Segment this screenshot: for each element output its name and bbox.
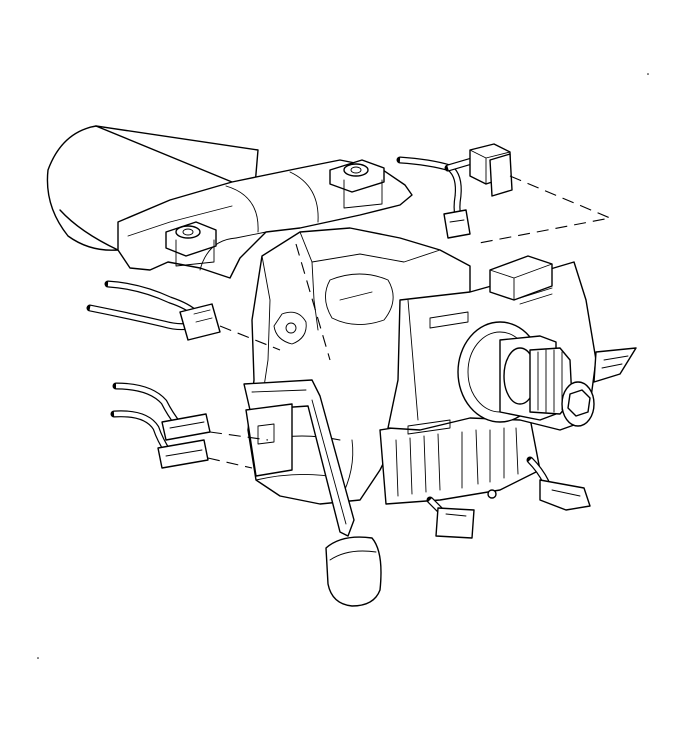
connector-upper-small [443,209,471,239]
speck-bottom-left [37,657,39,659]
speck-top-right [647,73,649,75]
connector-mid-left [179,303,221,341]
plate-side-tab [593,347,637,383]
bracket-mount-stud-left [165,221,217,267]
connector-lower-left-b [157,439,209,469]
lock-cylinder-assembly [457,321,595,427]
bracket-mount-stud-right [329,159,385,209]
connector-bottom-right [526,456,591,511]
wiring-harness-mid-left [86,280,200,331]
housing-top-connector [489,255,553,301]
connector-bottom-center [426,496,475,539]
connector-upper-right [469,143,513,197]
wiring-harness-lower-left [110,382,182,456]
shift-lever [243,379,382,607]
lever-bracket [245,403,293,477]
leader-lines [207,175,612,469]
